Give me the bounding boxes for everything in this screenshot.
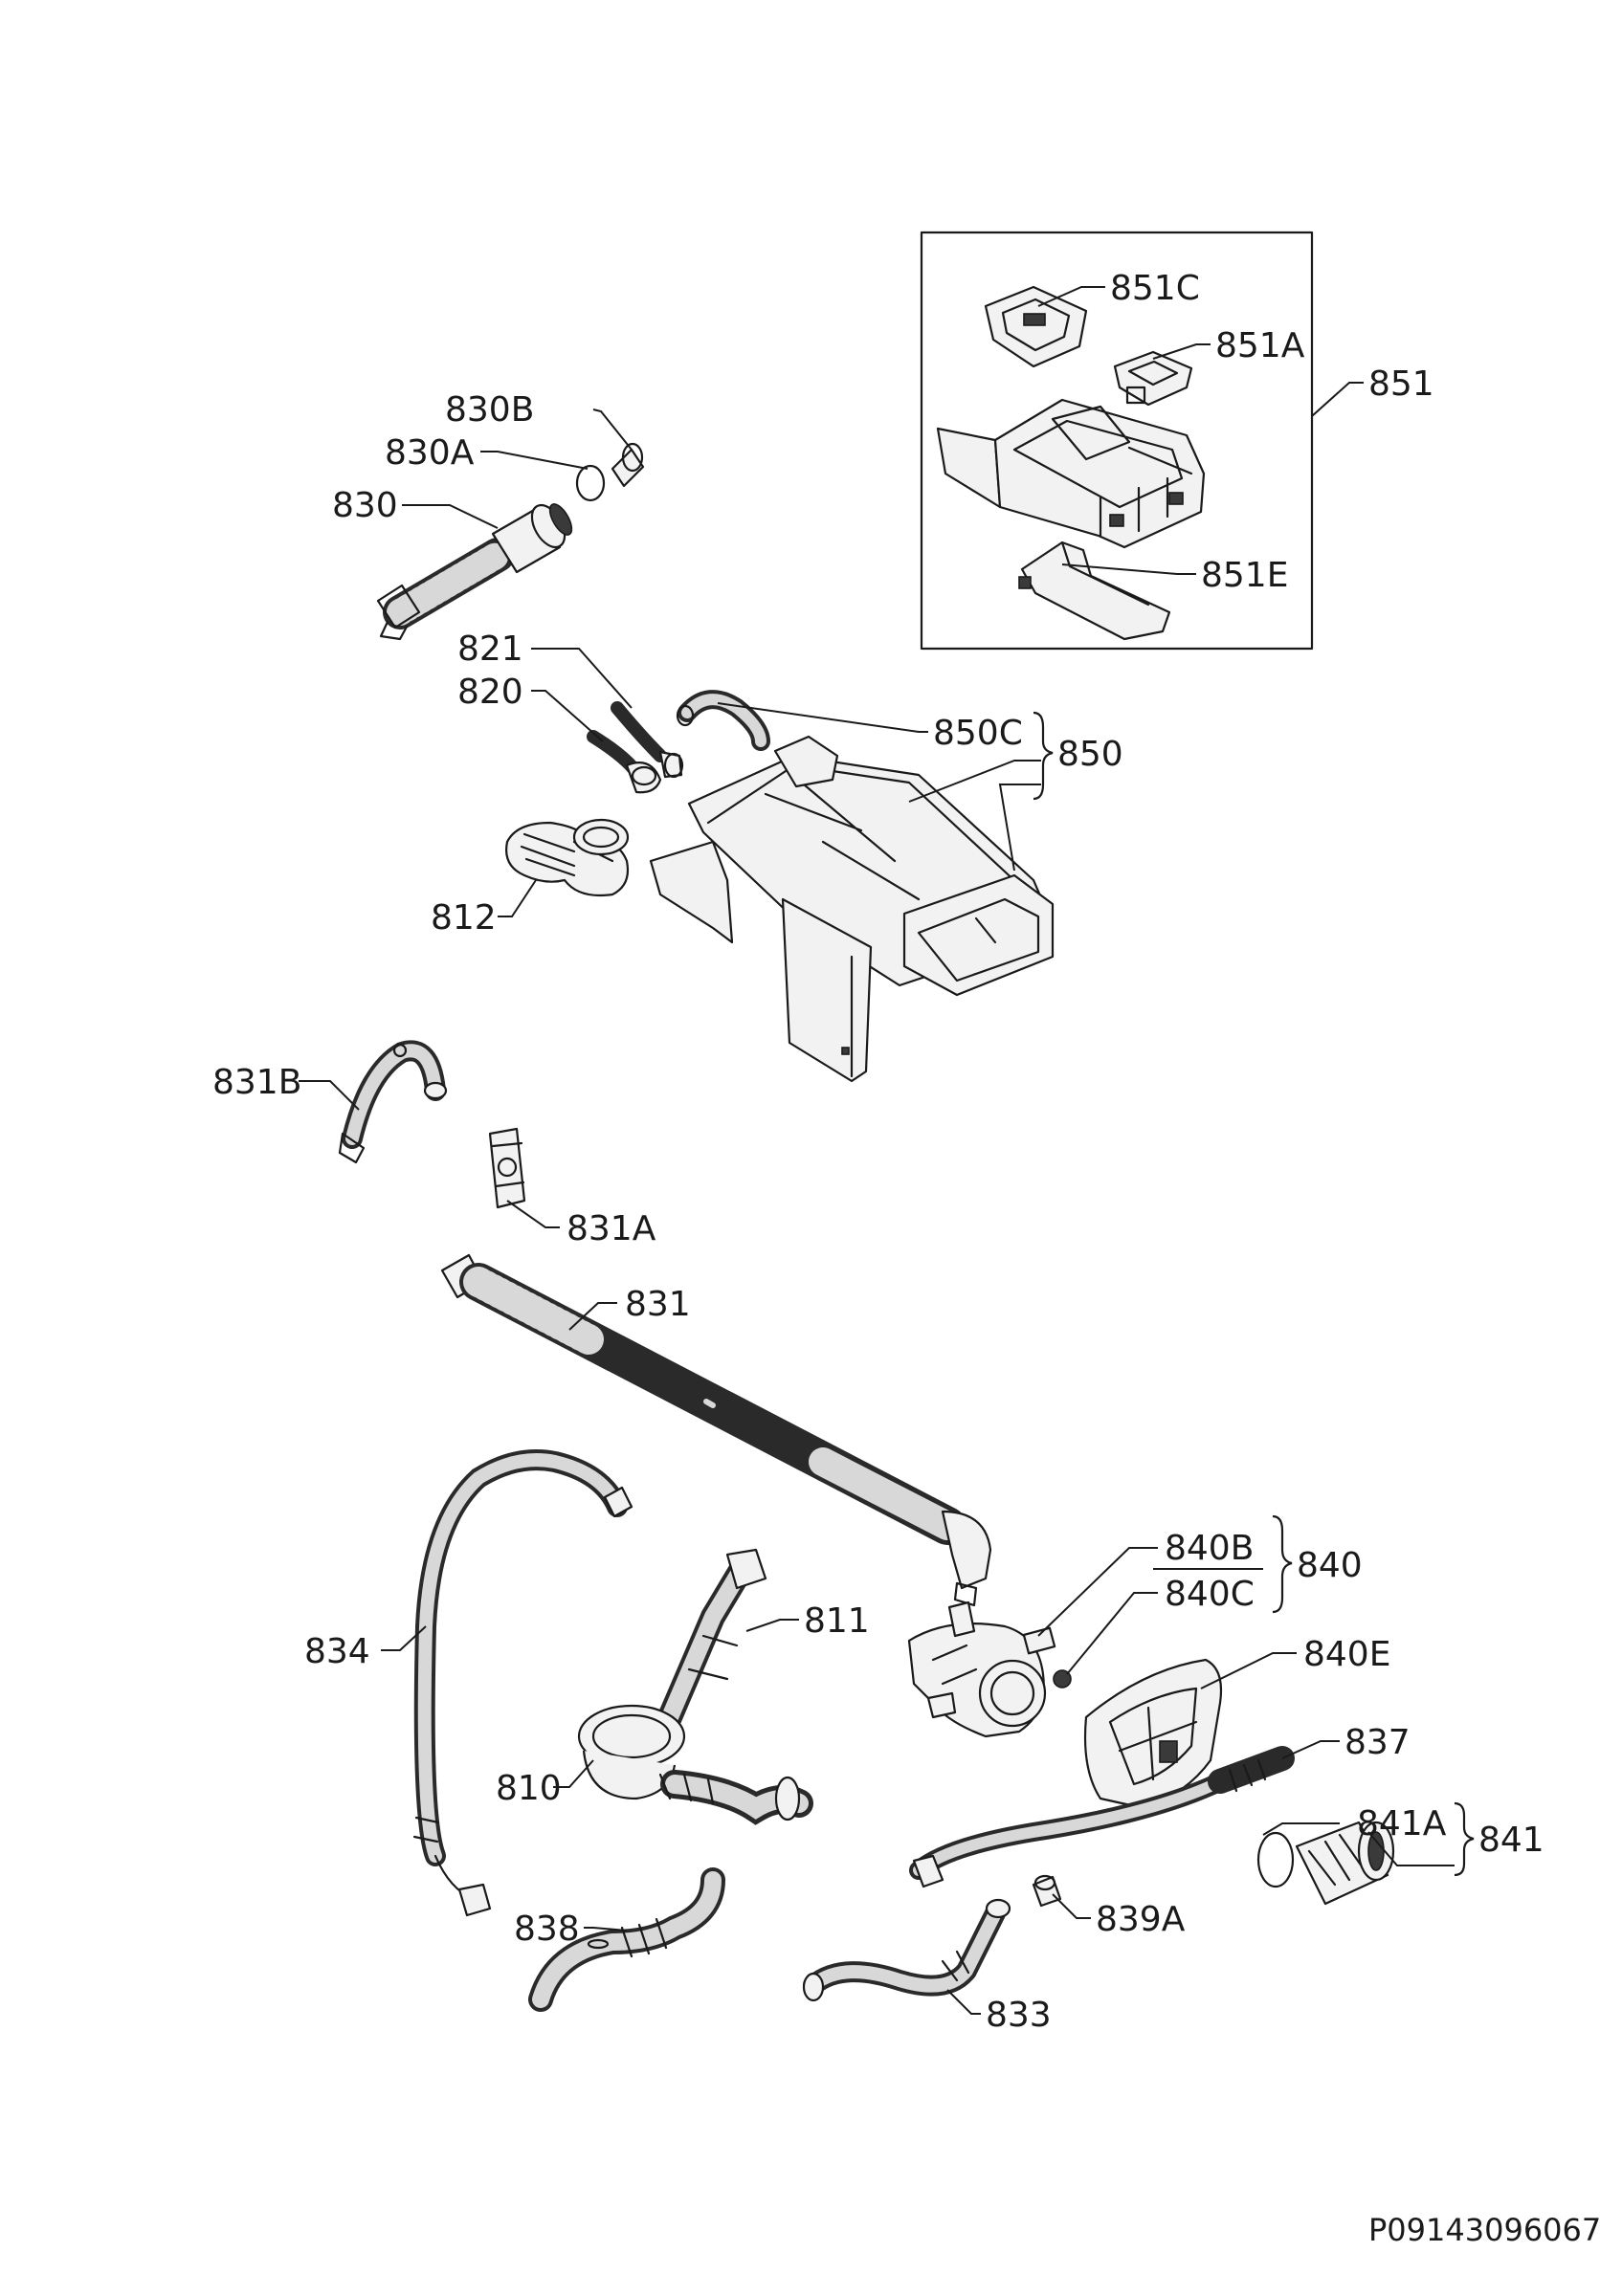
leader-831A [506, 1200, 560, 1228]
part-831B-hose-guide [338, 1040, 448, 1164]
label-831: 831 [625, 1285, 691, 1324]
brace-850 [1033, 711, 1054, 801]
leader-lines [299, 286, 1455, 2015]
leader-821 [531, 648, 633, 709]
label-839A: 839A [1096, 1900, 1186, 1939]
part-841-drain-filter [1256, 1821, 1395, 1906]
leader-830 [402, 504, 499, 529]
label-838: 838 [514, 1910, 580, 1949]
part-851E-drawer-insert [1018, 541, 1171, 641]
label-840B: 840B [1165, 1529, 1254, 1568]
leader-820 [531, 690, 604, 742]
part-841A-seal [1256, 1831, 1295, 1888]
label-830B: 830B [445, 390, 534, 430]
leader-831B [299, 1080, 360, 1111]
leader-830A [480, 451, 589, 470]
detergent-drawer-group [920, 231, 1314, 651]
label-841: 841 [1478, 1821, 1544, 1860]
leader-830B [592, 408, 633, 451]
leader-831 [568, 1302, 617, 1331]
label-831B: 831B [212, 1063, 301, 1102]
drawing-code: P09143096067 [1368, 2212, 1601, 2248]
label-851: 851 [1368, 364, 1434, 404]
part-830-inlet-hose [376, 442, 645, 641]
leader-851E [1061, 563, 1196, 575]
leader-840E [1200, 1652, 1297, 1689]
drawer-detail-frame [920, 231, 1314, 651]
leader-840C [1066, 1592, 1158, 1675]
part-812-bellows-hose [505, 818, 630, 897]
label-830A: 830A [385, 433, 475, 473]
label-851C: 851C [1110, 269, 1200, 308]
leader-851 [1311, 382, 1364, 417]
leader-851C [1037, 286, 1105, 307]
part-830B-filter [611, 442, 645, 488]
leader-850C [717, 702, 928, 733]
part-840B-clip [1022, 1626, 1056, 1655]
part-831A-hose-clip [488, 1127, 526, 1209]
label-811: 811 [804, 1601, 870, 1641]
leader-841B [1367, 1831, 1455, 1866]
leader-851A [1152, 343, 1211, 360]
part-820-inlet-connector [587, 730, 662, 794]
leader-833 [946, 1989, 981, 2015]
leader-841A [1262, 1822, 1340, 1836]
leader-840B [1037, 1547, 1158, 1637]
part-831-drain-hose [440, 1253, 992, 1607]
part-830A-seal-ring [575, 464, 606, 502]
label-841A: 841A [1357, 1804, 1447, 1843]
label-851A: 851A [1215, 326, 1305, 365]
leader-811 [745, 1619, 799, 1632]
label-840C: 840C [1165, 1575, 1255, 1614]
label-820: 820 [457, 673, 523, 712]
part-837-hose [909, 1746, 1295, 1888]
part-850-dispenser-assembly [649, 690, 1055, 1083]
part-labels: 851C 851A 851 851E 830B 830A 830 821 820… [212, 269, 1601, 2248]
leader-839A [1052, 1893, 1091, 1919]
leader-850-b [998, 784, 1041, 872]
leader-837 [1281, 1740, 1340, 1759]
brace-840 [1272, 1514, 1293, 1614]
label-821: 821 [457, 629, 523, 669]
label-834: 834 [304, 1632, 370, 1671]
label-812: 812 [431, 898, 497, 938]
part-840E-pump-housing [1083, 1658, 1223, 1810]
part-851A-siphon-cap [1113, 350, 1193, 407]
leader-812 [498, 879, 537, 917]
label-810: 810 [496, 1769, 562, 1808]
label-837: 837 [1344, 1723, 1411, 1762]
part-840C-plug [1053, 1669, 1072, 1689]
leader-850-a [908, 760, 1041, 803]
label-840: 840 [1297, 1546, 1363, 1585]
label-850: 850 [1057, 735, 1123, 774]
part-840-drain-pump [907, 1601, 1072, 1738]
leader-838 [584, 1927, 628, 1932]
label-831A: 831A [567, 1209, 656, 1248]
part-833-hose [802, 1898, 1011, 2002]
part-821-inlet-connector [611, 701, 684, 779]
part-850C-hose [676, 690, 770, 751]
brace-841 [1454, 1801, 1475, 1877]
part-810-sump [577, 1704, 813, 1825]
part-851C-softener-cap [984, 285, 1088, 368]
part-838-hose [528, 1867, 725, 2012]
part-851-drawer-body [936, 398, 1206, 549]
part-834-drain-hose [412, 1449, 633, 1917]
part-811-air-tube [657, 1548, 767, 1730]
part-839A-connector [1032, 1874, 1062, 1908]
label-830: 830 [332, 486, 398, 525]
label-840E: 840E [1303, 1635, 1390, 1674]
leader-810 [553, 1759, 594, 1788]
label-851E: 851E [1201, 556, 1288, 595]
label-833: 833 [986, 1996, 1052, 2035]
label-850C: 850C [933, 714, 1023, 753]
leader-834 [381, 1625, 427, 1651]
